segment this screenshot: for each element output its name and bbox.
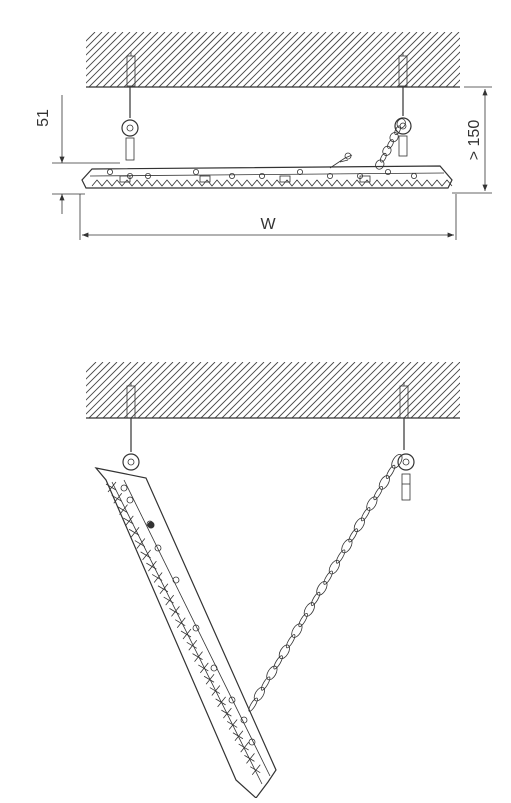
dim-width-label: W xyxy=(260,216,276,233)
luminaire-top xyxy=(81,152,453,189)
chain-link xyxy=(366,496,378,511)
rail-hole xyxy=(120,484,128,492)
rail-hole xyxy=(248,738,256,746)
rail-hole xyxy=(410,172,417,179)
chain-link xyxy=(373,485,383,501)
chain-link xyxy=(378,475,390,490)
rail-hole xyxy=(258,172,265,179)
ceiling-hatch-bottom xyxy=(86,362,460,418)
dim-clearance-label: > 150 xyxy=(466,120,483,161)
chain-link xyxy=(278,644,290,660)
chain-link xyxy=(380,152,387,163)
chain-link xyxy=(353,517,365,533)
top-view: 51 > 150 W xyxy=(35,32,492,240)
chain-link xyxy=(253,686,265,702)
chain-link xyxy=(273,655,283,670)
chain-link xyxy=(328,559,340,575)
chain-link xyxy=(298,612,308,628)
chain-link xyxy=(323,570,333,585)
bottom-view xyxy=(86,362,460,799)
rail-hole xyxy=(107,168,114,175)
left-anchor-bottom xyxy=(122,382,140,471)
rail-hole xyxy=(192,168,199,175)
dim-width: W xyxy=(79,194,457,240)
rail-hole xyxy=(126,496,134,504)
chain-link xyxy=(341,538,353,554)
dim-height-label: 51 xyxy=(35,109,52,127)
dim-clearance: > 150 xyxy=(452,86,492,194)
rail-hole xyxy=(228,696,236,704)
chain-link xyxy=(285,634,296,649)
chain-link xyxy=(394,125,401,136)
chain-link xyxy=(389,132,399,143)
dim-height: 51 xyxy=(35,95,120,214)
luminaire-tilted xyxy=(94,467,277,799)
rail-hole xyxy=(326,172,333,179)
rail-hole xyxy=(296,168,303,175)
chain-link xyxy=(360,507,371,522)
chain-link xyxy=(303,602,315,617)
chain-link xyxy=(348,528,358,543)
chain-long xyxy=(248,454,403,712)
rail-hole xyxy=(228,172,235,179)
rail-hole xyxy=(154,544,162,552)
chain-link xyxy=(375,159,385,170)
chain-top xyxy=(375,118,406,170)
rail-clip xyxy=(279,175,291,183)
rail-hole xyxy=(172,576,180,584)
right-anchor-bottom xyxy=(397,382,415,501)
chain-link xyxy=(387,139,394,149)
chain-link xyxy=(291,623,303,638)
rail-clip xyxy=(199,175,211,183)
chain-link xyxy=(396,118,406,129)
chain-link xyxy=(316,581,328,596)
rail-clip xyxy=(359,175,371,183)
rail-hole xyxy=(144,172,151,179)
chain-link xyxy=(391,454,403,469)
chain-link xyxy=(385,464,396,479)
rail-hole xyxy=(384,168,391,175)
chain-link xyxy=(310,591,321,606)
chain-link xyxy=(335,549,346,564)
rail-clip xyxy=(119,175,131,183)
rail-hole xyxy=(240,716,248,724)
rail-hole xyxy=(210,664,218,672)
left-anchor-top xyxy=(121,52,139,161)
chain-link xyxy=(266,665,278,681)
chain-link xyxy=(382,145,392,156)
ceiling-hatch-top xyxy=(86,32,460,87)
chain-link xyxy=(260,676,271,691)
chain-link xyxy=(248,697,258,712)
rail-hole xyxy=(192,624,200,632)
